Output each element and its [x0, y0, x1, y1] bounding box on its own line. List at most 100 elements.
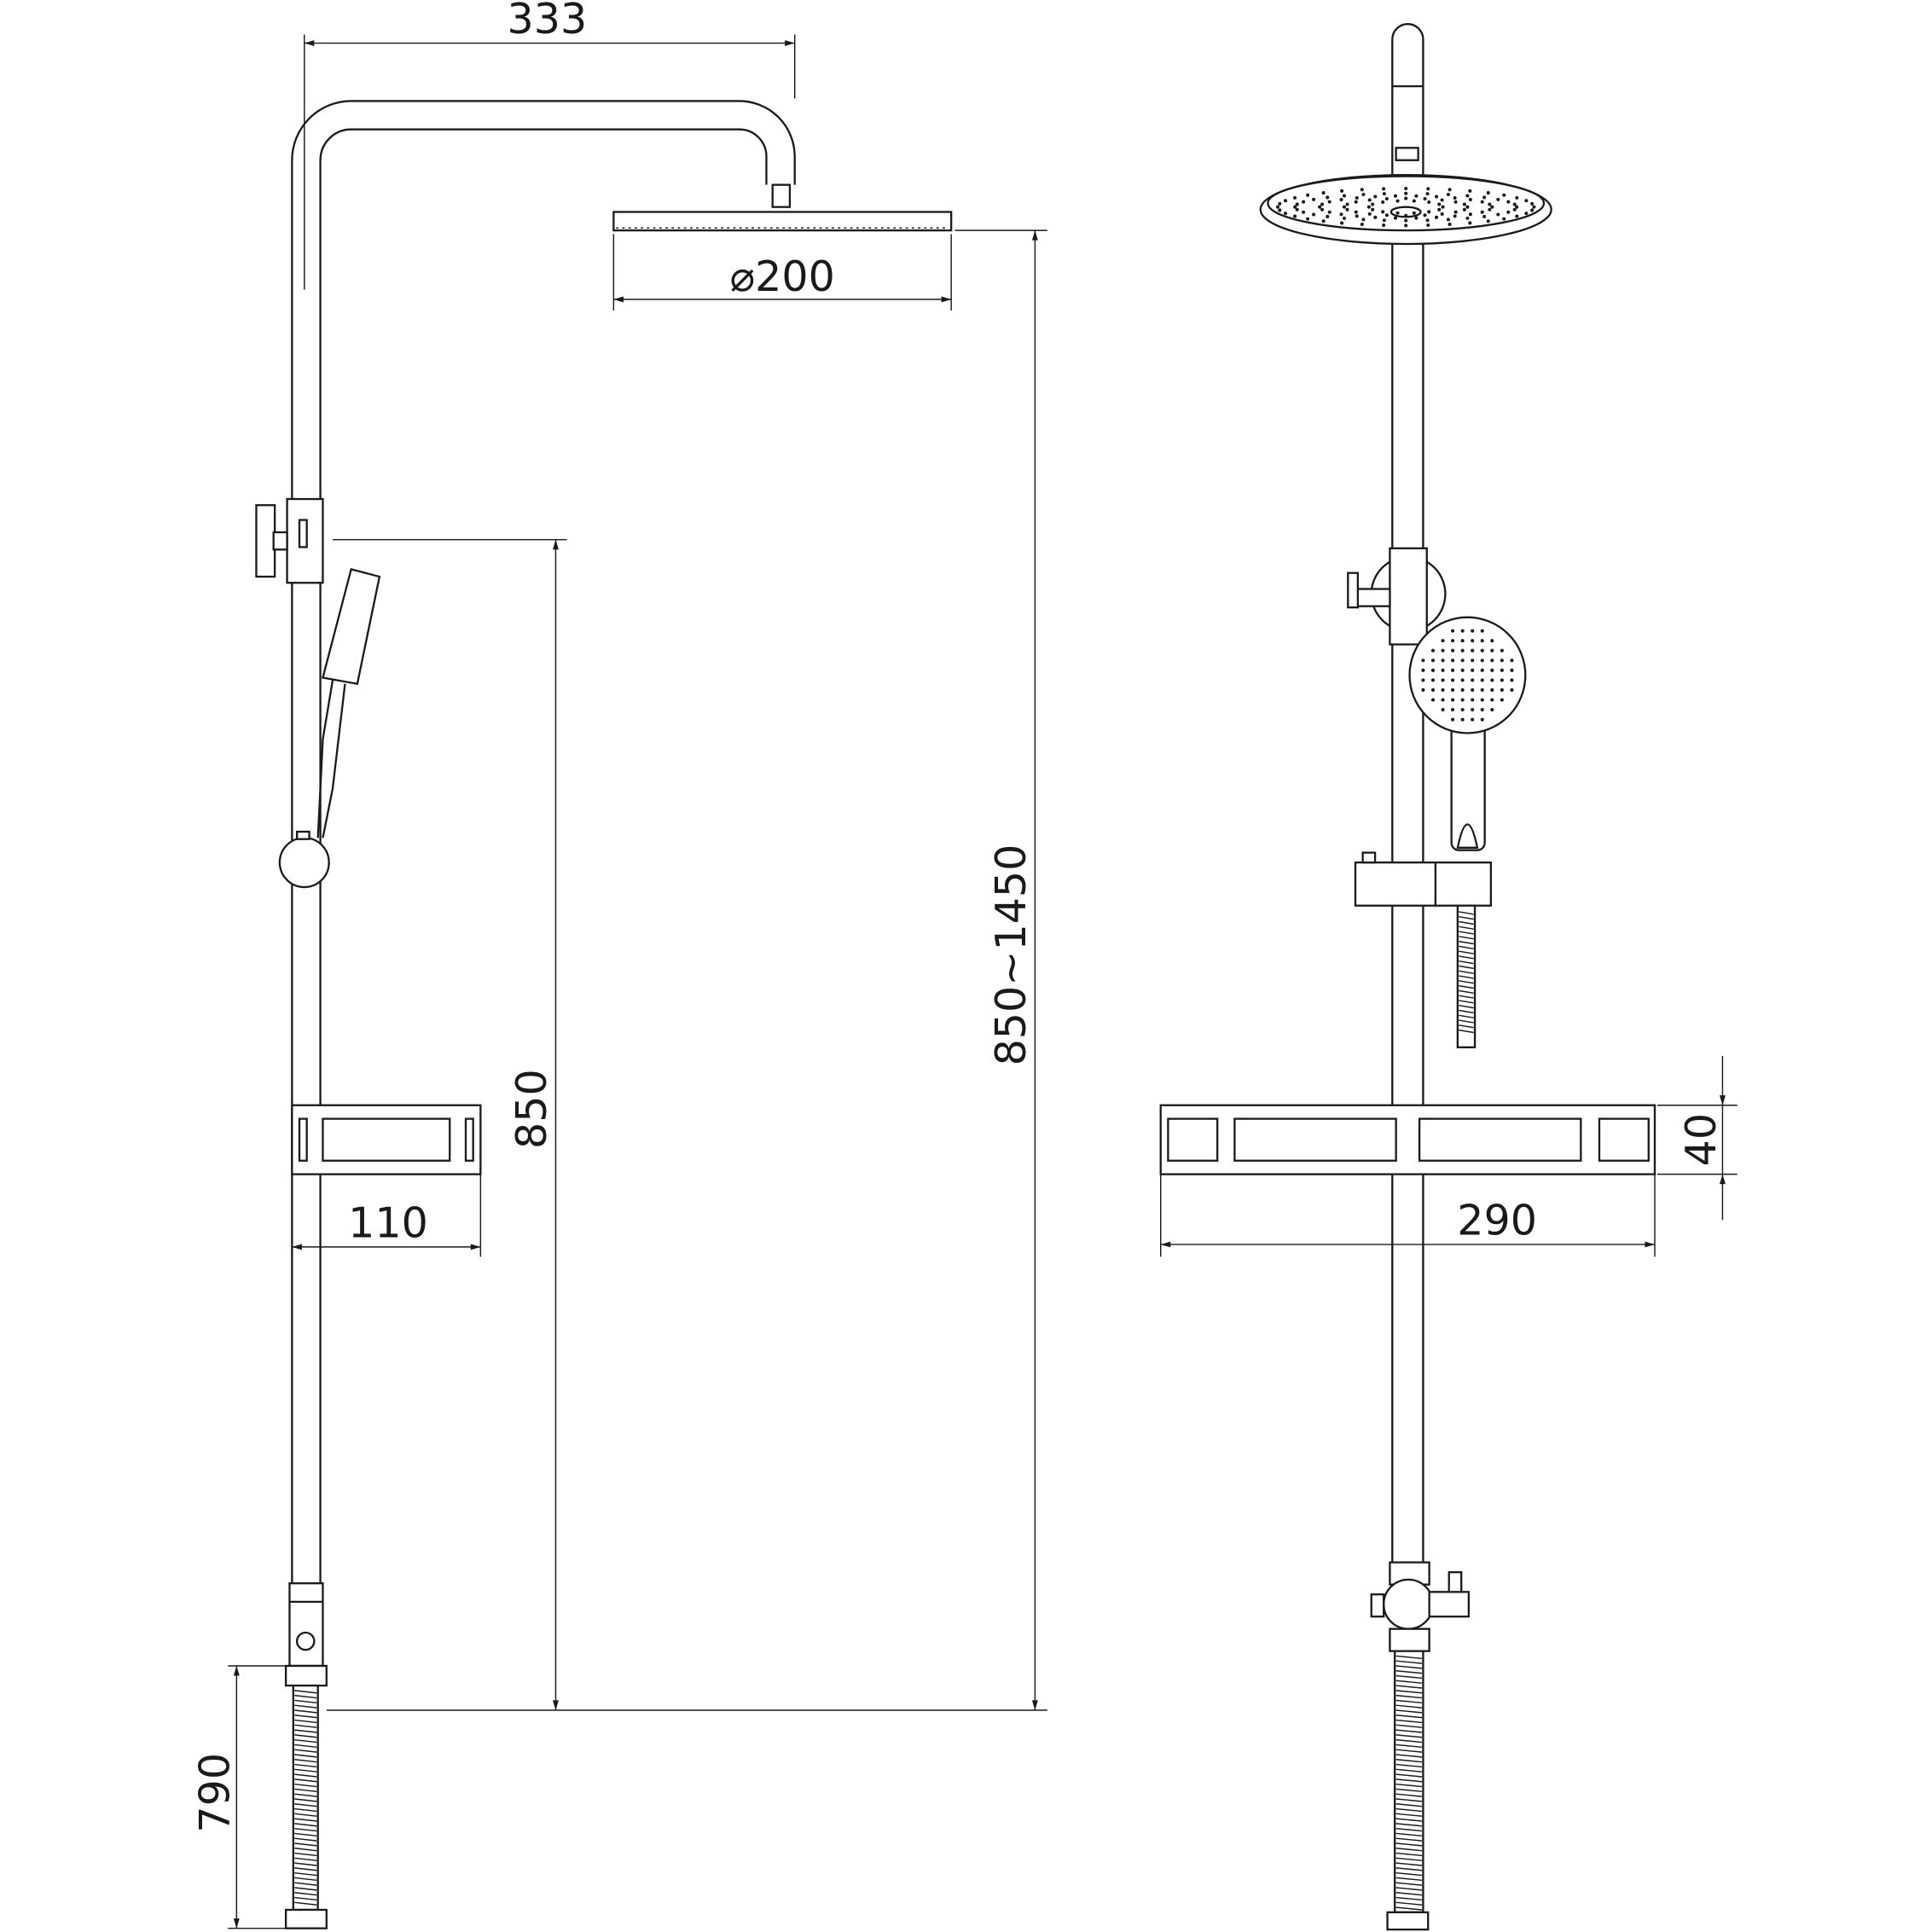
nozzle-dot: [1480, 629, 1484, 633]
nozzle-dot: [1384, 197, 1389, 201]
nozzle-dot: [1471, 717, 1475, 722]
hose-rib: [1395, 1759, 1423, 1763]
nozzle-dot: [1320, 207, 1325, 212]
nozzle-dot: [1345, 207, 1349, 212]
nozzle-dot: [1524, 212, 1529, 216]
hose-rib: [1459, 911, 1474, 915]
riser-pipe-inner: [319, 128, 768, 1584]
hose-rib: [1395, 1674, 1423, 1680]
front-diverter-knob: [1347, 571, 1360, 609]
hose-rib: [1395, 1793, 1423, 1797]
nozzle-dot: [1451, 629, 1455, 633]
nozzle-dot: [1471, 698, 1475, 702]
nozzle-dot: [1441, 678, 1445, 682]
hose-rib: [1395, 1754, 1423, 1758]
hose-rib: [1395, 1901, 1423, 1906]
hose-rib: [1395, 1887, 1423, 1891]
nozzle-dot: [1421, 659, 1425, 663]
front-view: 290 40: [1159, 23, 1738, 1931]
nozzle-dot: [1430, 668, 1435, 672]
overhead-shower-head: [612, 211, 953, 232]
nozzle-dot: [1530, 208, 1535, 212]
nozzle-dot: [1460, 717, 1465, 722]
hose-rib: [1395, 1768, 1423, 1772]
hose-rib: [1395, 1862, 1423, 1866]
hose-rib: [1395, 1788, 1423, 1793]
nozzle-dot: [1437, 207, 1442, 212]
nozzle-dot: [1471, 659, 1475, 663]
nozzle-dot: [1275, 205, 1279, 209]
hose-rib: [1395, 1670, 1423, 1674]
nozzle-dot: [1502, 193, 1506, 197]
nozzle-dot: [1345, 202, 1349, 206]
nozzle-dot: [1451, 698, 1455, 702]
nozzle-dot: [1471, 688, 1475, 692]
nozzle-dot: [1340, 189, 1344, 193]
hose-rib: [1395, 1827, 1423, 1832]
nozzle-dot: [1451, 678, 1455, 682]
nozzle-dot: [1355, 195, 1359, 200]
dimension-diameter-200: ⌀200: [612, 234, 952, 311]
nozzle-dot: [1480, 648, 1484, 653]
nozzle-dot: [1490, 668, 1494, 672]
nozzle-dot: [1367, 198, 1372, 202]
dimension-40: 40: [1656, 1055, 1738, 1221]
hose-rib: [1395, 1665, 1423, 1669]
nozzle-dot: [1312, 197, 1316, 201]
nozzle-dot: [1441, 659, 1445, 663]
hose-rib: [294, 1743, 317, 1749]
hose-rib: [294, 1704, 317, 1709]
nozzle-dot: [1284, 199, 1288, 203]
nozzle-dot: [1500, 648, 1504, 653]
nozzle-dot: [1512, 202, 1517, 206]
nozzle-dot: [1460, 668, 1465, 672]
nozzle-dot: [1435, 194, 1439, 199]
nozzle-dot: [1441, 639, 1445, 643]
hose-rib: [294, 1896, 317, 1901]
nozzle-dot: [1404, 223, 1408, 228]
hose-rib: [294, 1892, 317, 1896]
nozzle-dot: [1465, 194, 1470, 198]
side-view: 333 ⌀200 850~1450 850 110 790: [190, 0, 1047, 1929]
nozzle-dot: [1441, 205, 1445, 209]
hose-rib: [1459, 970, 1474, 974]
hose-rib: [1459, 1024, 1474, 1029]
nozzle-dot: [1451, 717, 1455, 722]
valve-screw: [295, 1631, 316, 1651]
dimension-110: 110: [292, 1174, 482, 1257]
hose-rib: [1395, 1813, 1423, 1817]
nozzle-dot: [1430, 678, 1435, 682]
nozzle-dot: [1451, 639, 1455, 643]
front-diverter-body: [1389, 547, 1428, 646]
hose-rib: [294, 1694, 317, 1699]
hose-rib: [294, 1793, 317, 1797]
nozzle-dot: [1480, 708, 1484, 712]
hose-rib: [1395, 1773, 1423, 1778]
nozzle-dot: [1465, 216, 1470, 220]
hose-rib: [294, 1749, 317, 1753]
nozzle-dot: [1471, 639, 1475, 643]
hose-rib: [294, 1901, 317, 1906]
nozzle-dot: [1460, 659, 1465, 663]
inlet-hose: [292, 1684, 319, 1912]
diverter-knob: [255, 504, 276, 578]
nozzle-dot: [1412, 211, 1416, 215]
nozzle-dot: [1462, 202, 1466, 206]
hose-rib: [294, 1827, 317, 1832]
front-slider: [1354, 862, 1493, 907]
hose-rib: [1395, 1871, 1423, 1877]
nozzle-dot: [1321, 191, 1326, 195]
nozzle-dot: [1471, 678, 1475, 682]
nozzle-dot: [1342, 194, 1346, 198]
nozzle-dot: [1460, 708, 1465, 712]
hose-rib: [294, 1714, 317, 1719]
nozzle-dot: [1471, 668, 1475, 672]
nozzle-dot: [1404, 191, 1408, 195]
nozzle-dot: [1366, 205, 1371, 209]
nozzle-dot: [1278, 208, 1282, 212]
nozzle-dot: [1437, 202, 1442, 206]
dim-label-850-1450: 850~1450: [986, 844, 1036, 1066]
nozzle-dot: [1512, 207, 1517, 212]
nozzle-dot: [1446, 218, 1450, 222]
nozzle-dot: [1421, 688, 1425, 692]
